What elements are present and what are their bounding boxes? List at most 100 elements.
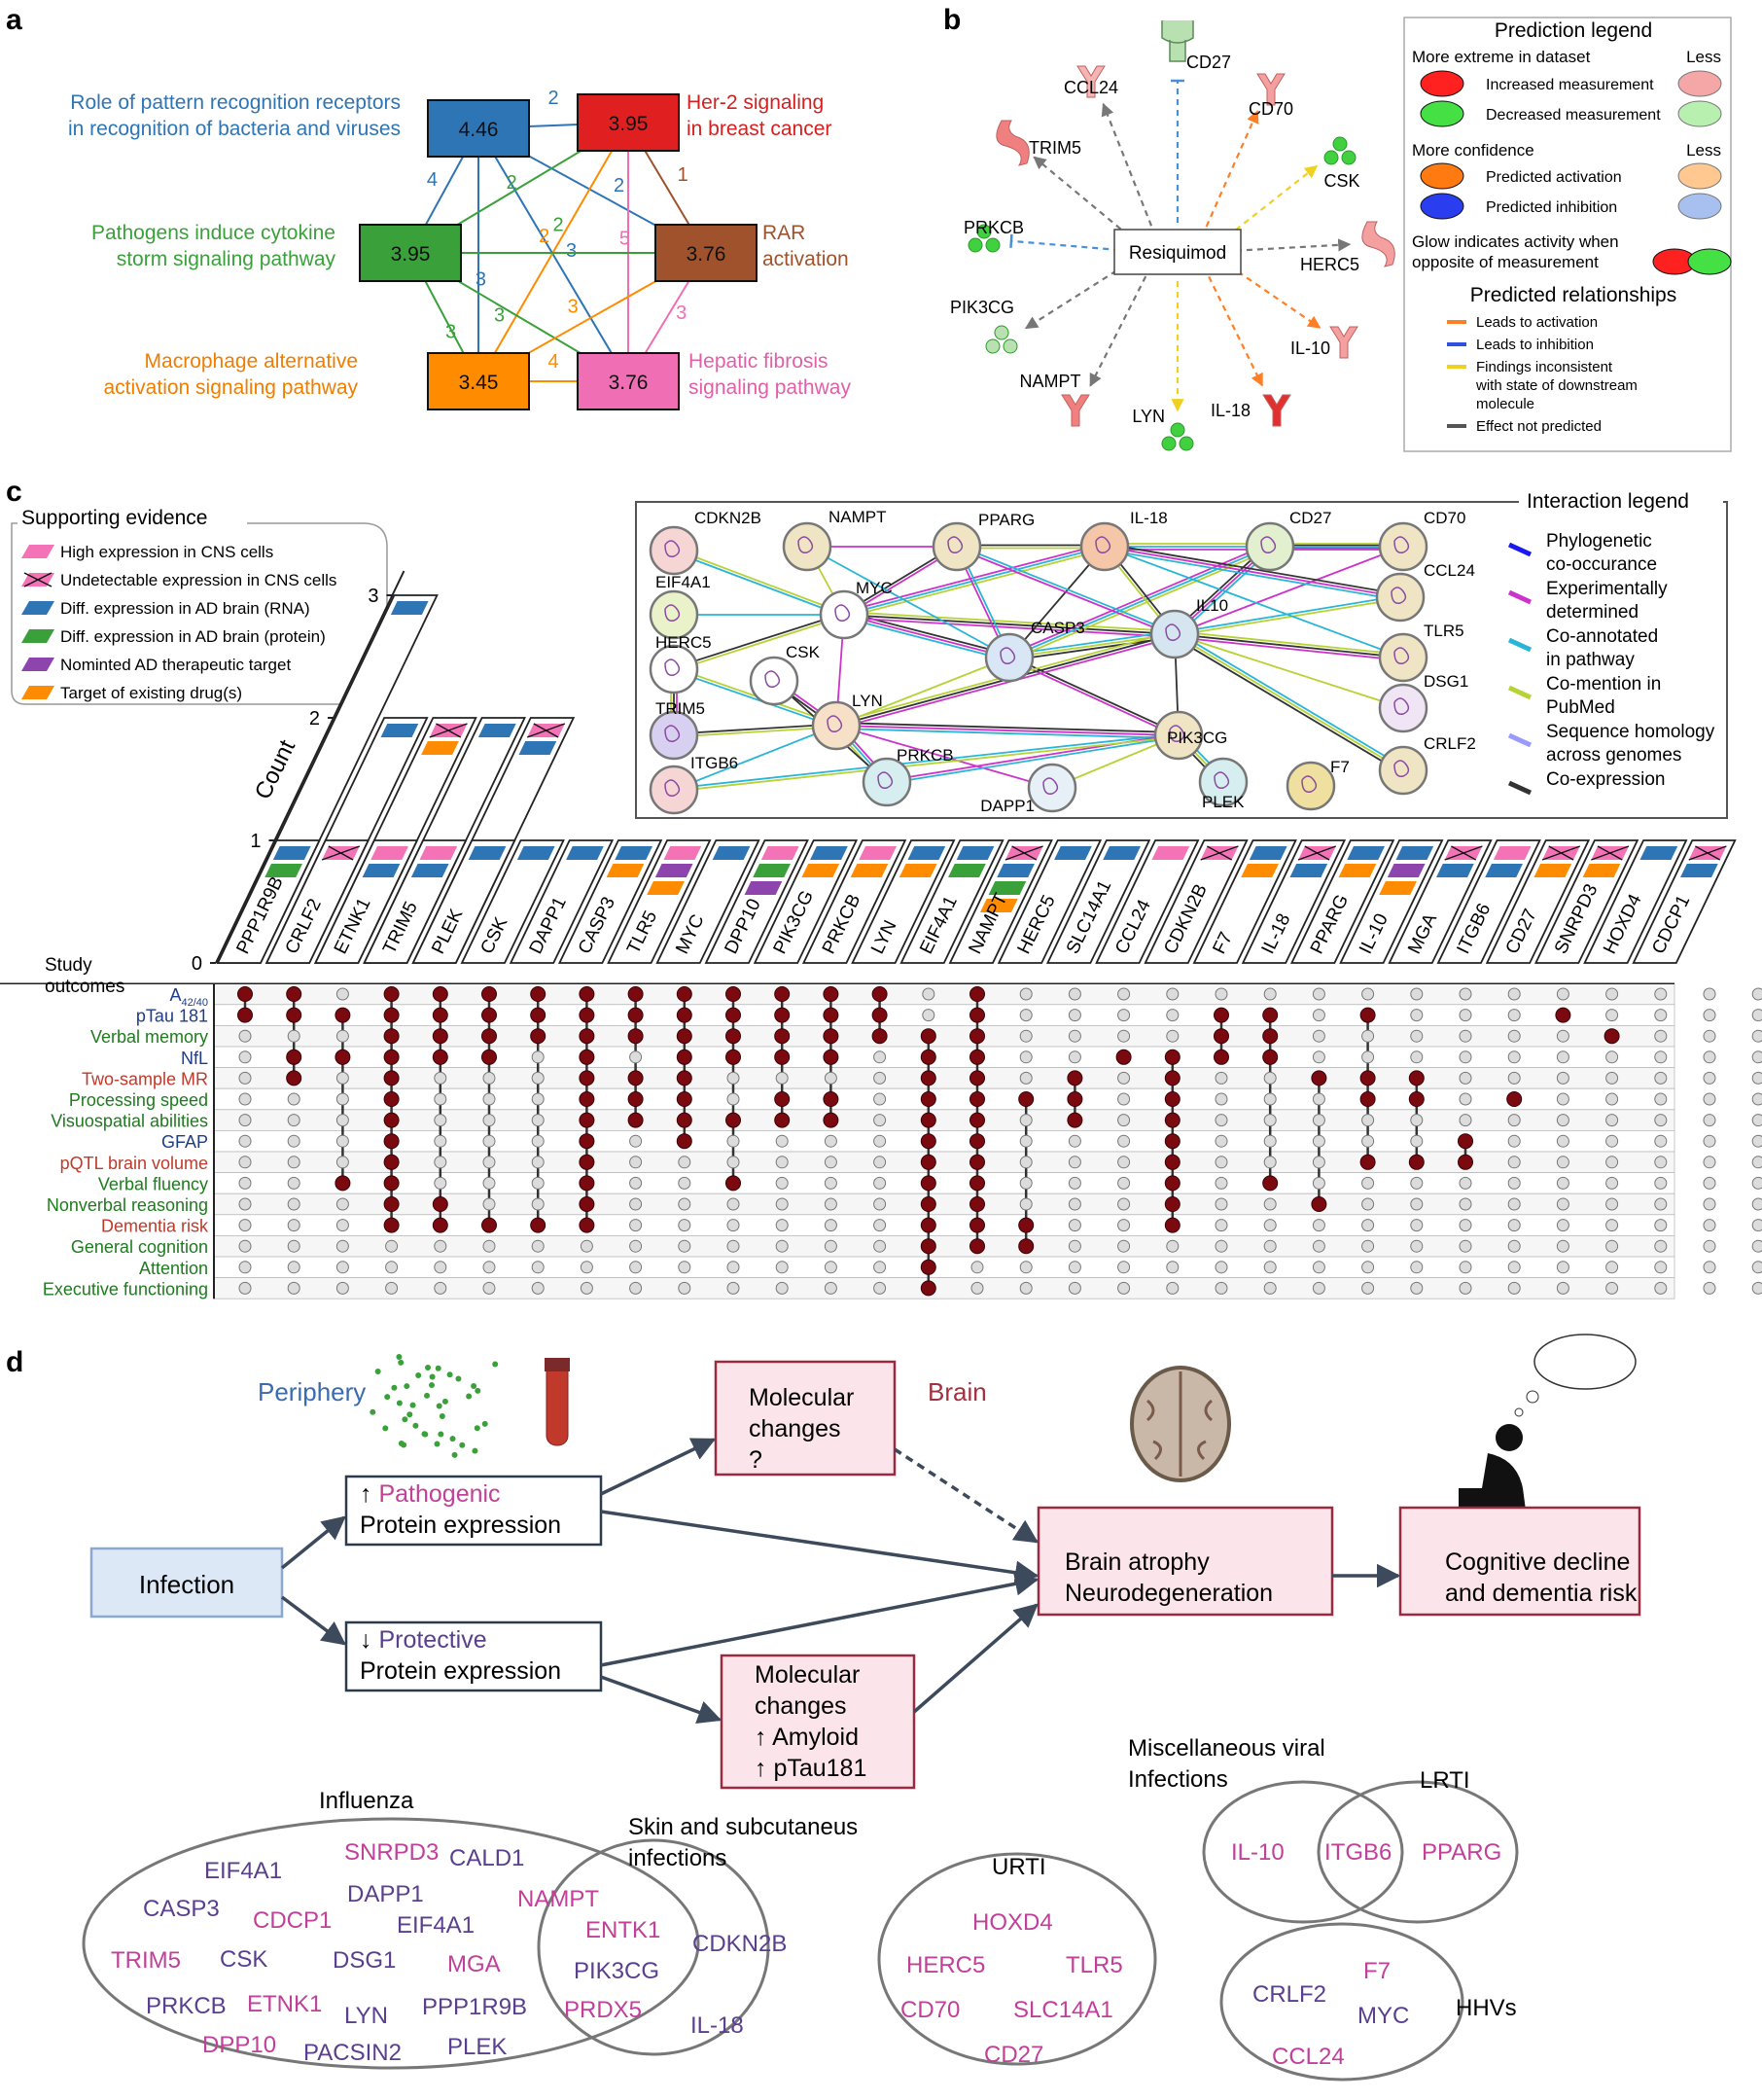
- outcome-label: Verbal fluency: [98, 1174, 208, 1193]
- matrix-dot: [385, 1261, 399, 1274]
- evidence-chip: [859, 846, 897, 860]
- pathway-label: in breast cancer: [687, 118, 831, 140]
- matrix-dot-active: [1018, 1091, 1035, 1107]
- matrix-dot: [1459, 1050, 1472, 1064]
- evidence-chip: [1582, 864, 1621, 877]
- string-edge: [673, 551, 844, 618]
- count-tick-label: 3: [368, 586, 378, 607]
- interaction-swatch: [1507, 685, 1533, 700]
- matrix-dot-active: [627, 1070, 644, 1086]
- matrix-dot: [1068, 1050, 1081, 1064]
- evidence-swatch: [21, 629, 54, 643]
- matrix-dot: [1654, 1092, 1668, 1106]
- string-edge: [673, 725, 837, 791]
- pathway-edge-label: 3: [476, 268, 486, 290]
- matrix-dot-active: [1164, 1049, 1181, 1065]
- protein-structure-icon: [1301, 775, 1318, 793]
- resiquimod-label: Resiquimod: [1129, 243, 1226, 264]
- molecule-label: NAMPT: [1020, 372, 1081, 391]
- matrix-dot: [1410, 1050, 1424, 1064]
- matrix-dot: [335, 1071, 349, 1085]
- gene-bar: [1144, 839, 1249, 964]
- matrix-dot: [1703, 1134, 1716, 1148]
- matrix-dot: [1068, 1197, 1081, 1211]
- string-edge: [673, 669, 836, 729]
- legend-subtitle: More extreme in dataset: [1412, 48, 1591, 66]
- matrix-dot-active: [969, 1196, 985, 1212]
- matrix-dot: [287, 1156, 300, 1169]
- matrix-dot: [1507, 1134, 1521, 1148]
- outcome-label: Two-sample MR: [82, 1069, 208, 1088]
- evidence-chip: [1151, 846, 1190, 860]
- receptor-icon: [1161, 20, 1194, 62]
- prediction-edge: [1024, 264, 1126, 330]
- matrix-dot-active: [1359, 1154, 1376, 1170]
- matrix-dot: [531, 1239, 545, 1253]
- evidence-chip: [997, 864, 1035, 877]
- matrix-dot: [1263, 1134, 1277, 1148]
- matrix-dot-active: [920, 1049, 936, 1065]
- matrix-dot: [1166, 1261, 1180, 1274]
- matrix-dot: [775, 1219, 789, 1232]
- string-legend-title: Interaction legend: [1527, 490, 1689, 513]
- evidence-chip-cross: [429, 723, 468, 738]
- matrix-dot: [531, 1281, 545, 1295]
- string-edge: [673, 612, 844, 669]
- string-node-label: IL10: [1196, 596, 1228, 615]
- matrix-dot-active: [530, 1028, 546, 1045]
- influenza-gene: CASP3: [143, 1896, 220, 1922]
- arrow-to-molecular-bottom: [600, 1675, 722, 1725]
- evidence-chip: [421, 741, 459, 755]
- matrix-dot: [1215, 987, 1228, 1001]
- matrix-dot-active: [335, 1175, 351, 1192]
- hhv-gene: F7: [1363, 1958, 1391, 1984]
- outcome-label: Attention: [139, 1259, 208, 1278]
- matrix-dot-active: [579, 1028, 595, 1045]
- matrix-dot: [1459, 1219, 1472, 1232]
- matrix-dot: [335, 1029, 349, 1043]
- urti-label: URTI: [992, 1854, 1046, 1880]
- string-node: [811, 700, 862, 751]
- matrix-dot-active: [432, 1028, 448, 1045]
- urti-gene: TLR5: [1066, 1952, 1123, 1978]
- matrix-dot: [1751, 1071, 1762, 1085]
- gene-bar: [1045, 839, 1151, 964]
- matrix-dot-active: [920, 1112, 936, 1128]
- matrix-dot-active: [920, 1070, 936, 1086]
- influenza-gene: EIF4A1: [204, 1858, 282, 1884]
- matrix-dot-active: [1458, 1133, 1473, 1150]
- molecule-label: LYN: [1132, 407, 1165, 426]
- pathway-label: Pathogens induce cytokine: [91, 222, 335, 244]
- matrix-dot: [726, 1197, 740, 1211]
- matrix-dot: [434, 1281, 447, 1295]
- count-tick-label: 0: [192, 953, 202, 975]
- matrix-dot-active: [579, 1091, 595, 1107]
- panel-label-c: c: [6, 476, 22, 508]
- matrix-dot: [482, 1197, 496, 1211]
- matrix-dot: [775, 1071, 789, 1085]
- evidence-chip: [1054, 846, 1092, 860]
- outcomes-title: outcomes: [45, 977, 124, 997]
- matrix-dot: [287, 1219, 300, 1232]
- pathway-edge-label: 2: [507, 172, 517, 194]
- evidence-chip: [850, 864, 889, 877]
- matrix-dot: [1019, 1071, 1033, 1085]
- matrix-dot: [1117, 1114, 1131, 1127]
- evidence-chip: [419, 846, 458, 860]
- matrix-dot: [287, 1114, 300, 1127]
- protective-word: Protective: [378, 1626, 486, 1654]
- influenza-gene: PRKCB: [146, 1993, 227, 2019]
- matrix-dot: [531, 1176, 545, 1190]
- periphery-label: Periphery: [258, 1377, 366, 1406]
- matrix-dot: [482, 1261, 496, 1274]
- outcome-subscript: 42/40: [181, 997, 208, 1009]
- matrix-dot: [1654, 1261, 1668, 1274]
- matrix-dot: [1019, 1281, 1033, 1295]
- matrix-dot-active: [823, 1028, 839, 1045]
- evidence-swatch: [21, 658, 54, 671]
- legend-rel-title: Predicted relationships: [1470, 284, 1676, 306]
- matrix-dot: [1556, 1071, 1569, 1085]
- interaction-swatch: [1507, 589, 1533, 605]
- matrix-dot: [1703, 987, 1716, 1001]
- matrix-dot: [629, 1176, 643, 1190]
